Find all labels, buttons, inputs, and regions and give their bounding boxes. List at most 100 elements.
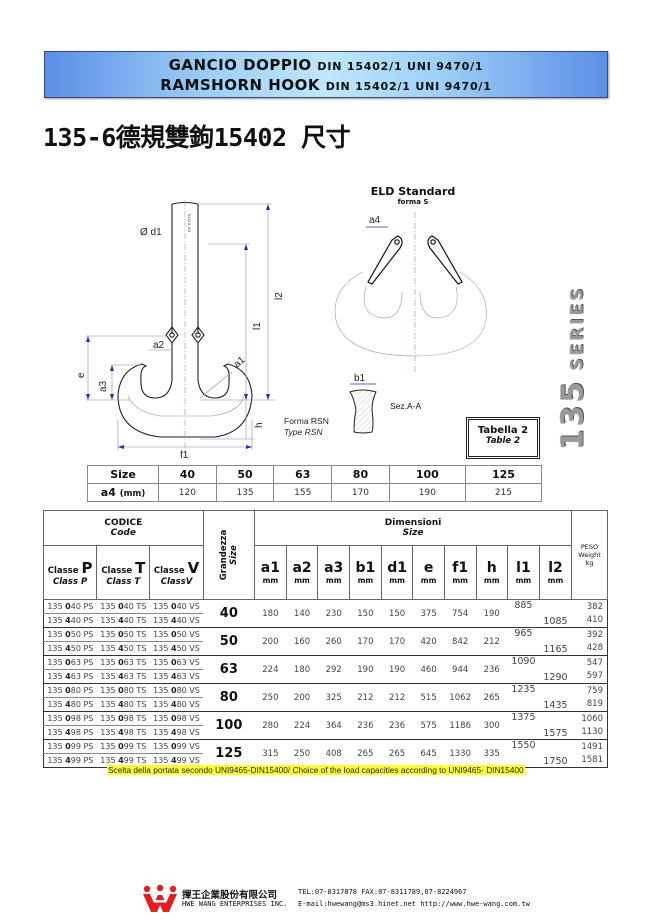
eld-standard-label: ELD Standard forma S <box>368 185 458 206</box>
size-cell: 125 <box>464 465 543 484</box>
dim-l2: 1435 <box>539 697 572 712</box>
dim-d1: 265 <box>381 739 413 768</box>
dim-a2: 180 <box>286 655 318 684</box>
table-label-box: Tabella 2 Table 2 <box>466 417 540 459</box>
dim-a1: 180 <box>254 599 287 628</box>
dim-a3: 260 <box>317 627 350 656</box>
dim-f1: 842 <box>444 627 477 656</box>
code-p: 135 499 PS <box>43 753 97 768</box>
code-t: 135 498 TS <box>96 725 150 740</box>
code-t: 135 063 TS <box>96 655 150 670</box>
code-v: 135 463 VS <box>149 669 204 684</box>
dim-a3: 325 <box>317 683 350 712</box>
dimensioni-header: Dimensioni Size <box>254 510 573 546</box>
form-label: Forma RSN Type RSN <box>284 416 329 438</box>
dim-b1: 265 <box>349 739 382 768</box>
dimensioni-it: Dimensioni <box>384 518 442 528</box>
table-label-en: Table 2 <box>485 436 521 446</box>
dim-label: h <box>486 560 497 576</box>
size-cell: 100 <box>203 711 255 740</box>
size-row: Size 40 50 63 80 100 125 <box>87 465 543 484</box>
size-cell: 50 <box>215 465 275 484</box>
dim-a3: 408 <box>317 739 350 768</box>
code-v: 135 063 VS <box>149 655 204 670</box>
dim-unit: mm <box>452 576 468 585</box>
label-b1: b1 <box>354 373 366 384</box>
weight-cell: 547 <box>586 657 603 668</box>
grandezza-en: Size <box>228 545 239 565</box>
code-p: 135 063 PS <box>43 655 97 670</box>
dim-h: 190 <box>476 599 508 628</box>
dim-e: 515 <box>412 683 445 712</box>
label-l1: l1 <box>252 322 263 330</box>
weight-cell: 428 <box>571 641 608 656</box>
dim-label: l1 <box>516 560 531 576</box>
size-cell: 50 <box>203 627 255 656</box>
weight-cell: 1491 <box>581 741 603 752</box>
table-label-it: Tabella 2 <box>477 425 529 436</box>
weight-cell: 1581 <box>571 753 608 768</box>
weight-cell: 382 <box>586 601 603 612</box>
dim-l2: 1085 <box>539 613 572 628</box>
dim-a2: 140 <box>286 599 318 628</box>
empty-cell <box>507 669 540 684</box>
code-v: 135 440 VS <box>149 613 204 628</box>
peso-it: PESO <box>580 543 599 551</box>
code-v: 135 080 VS <box>149 683 204 698</box>
a4-size-table: Size 40 50 63 80 100 125 a4 (mm) 120 135… <box>87 465 543 502</box>
empty-cell <box>539 712 571 726</box>
label-a4: a4 <box>369 215 381 226</box>
dim-h: 236 <box>476 655 508 684</box>
company-name-en: HWE WANG ENTERPRISES INC. <box>182 900 288 908</box>
dim-label: d1 <box>387 560 407 576</box>
empty-cell <box>539 628 571 642</box>
dim-e: 645 <box>412 739 445 768</box>
size-cell: 40 <box>203 599 255 628</box>
contact-info: E-mail:hwewang@ms3.hinet.net http://www.… <box>298 900 530 908</box>
dim-f1: 944 <box>444 655 477 684</box>
codice-header: CODICE Code <box>43 510 204 546</box>
form-it: Forma RSN <box>284 416 329 426</box>
code-t: 135 463 TS <box>96 669 150 684</box>
dim-b1: 150 <box>349 599 382 628</box>
dim-l1: 965 <box>514 628 533 639</box>
code-t: 135 480 TS <box>96 697 150 712</box>
empty-cell <box>539 740 571 754</box>
dim-unit: mm <box>483 576 500 585</box>
dim-unit: mm <box>547 576 564 585</box>
peso-unit: kg <box>585 559 594 567</box>
hook-technical-drawing: ELD X-XX Ø d1 l2 l1 a2 a1 <box>76 200 487 460</box>
dim-e: 375 <box>412 599 445 628</box>
dim-b1: 212 <box>349 683 382 712</box>
label-e: e <box>76 372 87 378</box>
dim-label: l2 <box>548 560 563 576</box>
weight-cell: 597 <box>571 669 608 684</box>
eld-subtitle: forma S <box>397 198 429 206</box>
dim-unit: mm <box>325 576 342 585</box>
size-cell: 63 <box>203 655 255 684</box>
form-en: Type RSN <box>284 427 323 437</box>
dim-a2: 250 <box>286 739 318 768</box>
company-footer: 揮王企業股份有限公司 HWE WANG ENTERPRISES INC. TEL… <box>138 883 538 915</box>
weight-cell: 759 <box>586 685 603 696</box>
label-a1: a1 <box>232 354 248 370</box>
dim-a1: 280 <box>254 711 287 740</box>
dim-d1: 190 <box>381 655 413 684</box>
code-p: 135 450 PS <box>43 641 97 656</box>
dim-e: 420 <box>412 627 445 656</box>
label-a2: a2 <box>153 340 165 351</box>
code-v: 135 498 VS <box>149 725 204 740</box>
dim-d1: 236 <box>381 711 413 740</box>
